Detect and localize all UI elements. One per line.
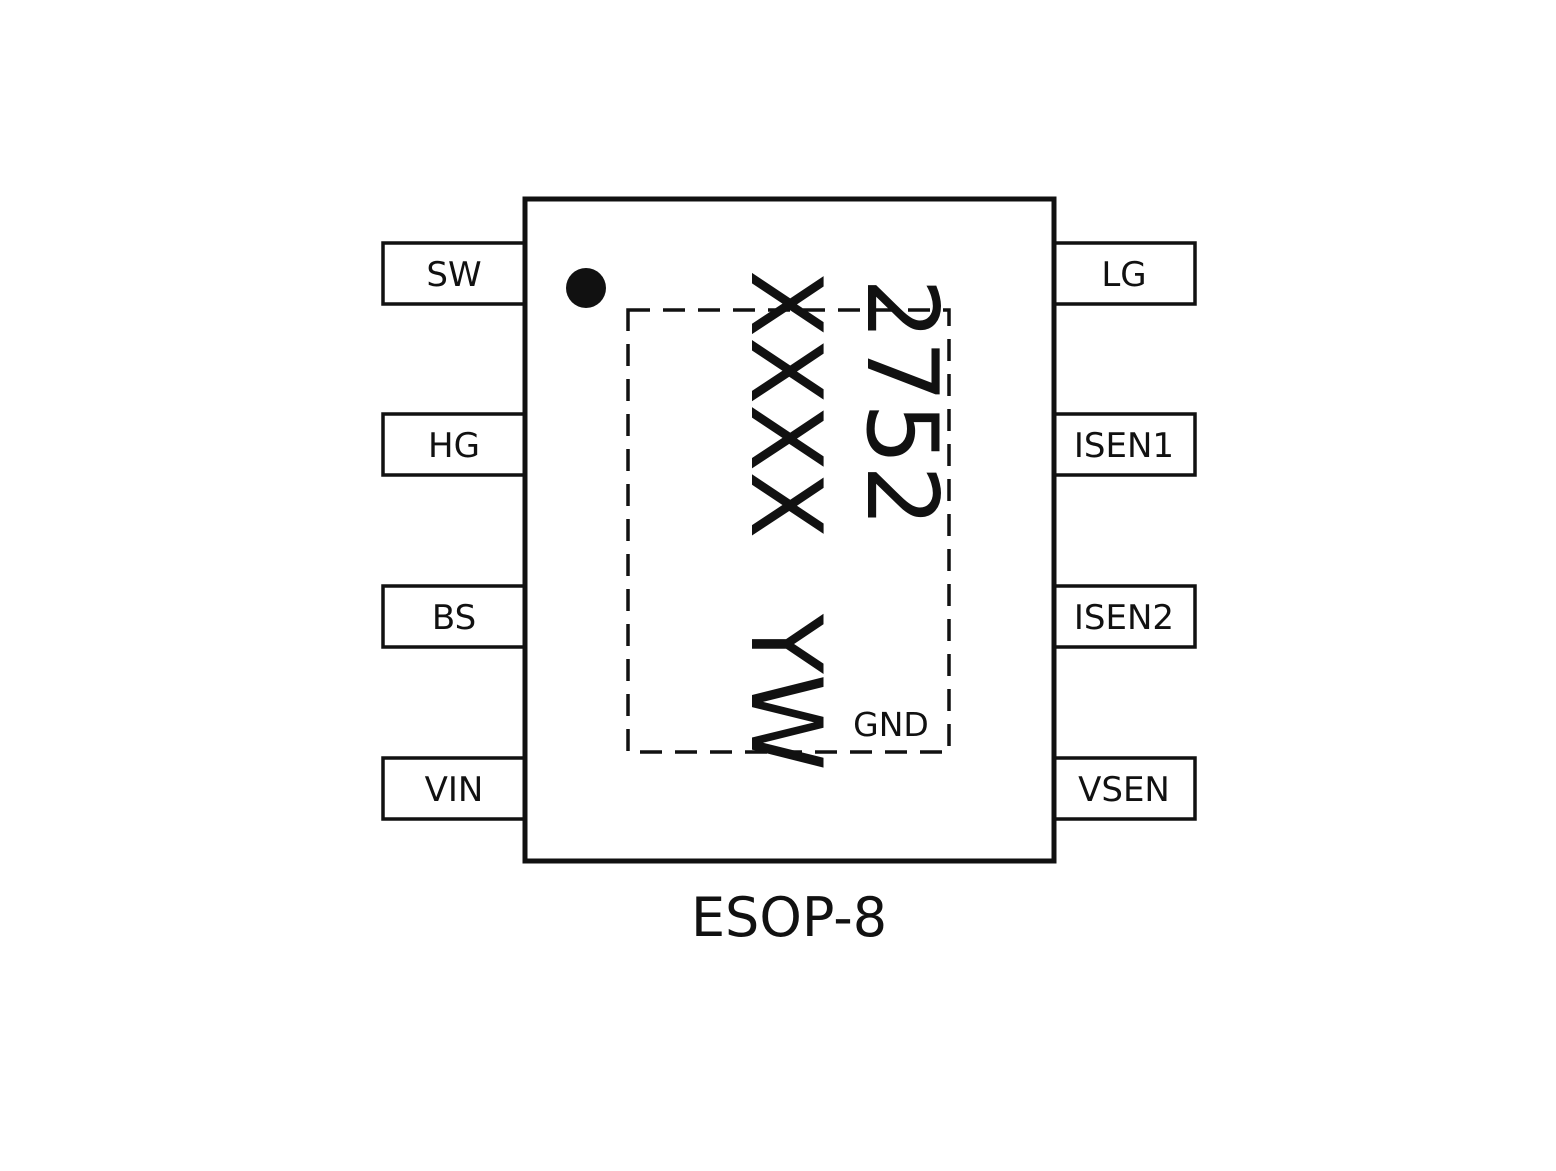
pin-2: HG	[381, 412, 527, 477]
pin-2-lead	[381, 412, 527, 477]
exposed-pad-outline	[626, 308, 951, 754]
pin-5: VSEN	[1051, 756, 1197, 821]
package-name: ESOP-8	[691, 886, 887, 949]
marking-part-number: 2752	[844, 278, 958, 527]
pin-8-lead	[1051, 241, 1197, 306]
pin-6-label: ISEN2	[1074, 598, 1174, 638]
pin-5-label: VSEN	[1078, 770, 1170, 810]
pin-6-lead	[1051, 584, 1197, 649]
pin-4: VIN	[381, 756, 527, 821]
right-pins: LG ISEN1 ISEN2 VSEN	[1051, 241, 1197, 821]
pin-1-lead	[381, 241, 527, 306]
pin-7: ISEN1	[1051, 412, 1197, 477]
pin-2-label: HG	[428, 426, 480, 466]
marking-date-code: YW	[728, 613, 842, 771]
pin-7-label: ISEN1	[1074, 426, 1174, 466]
exposed-pad-label: GND	[853, 705, 929, 744]
pin-3-lead	[381, 584, 527, 649]
pin-8: LG	[1051, 241, 1197, 306]
pin-3: BS	[381, 584, 527, 649]
pin-3-label: BS	[432, 598, 476, 638]
pin-1: SW	[381, 241, 527, 306]
pin-6: ISEN2	[1051, 584, 1197, 649]
pin-4-label: VIN	[425, 770, 484, 810]
marking-lot-code: XXXX	[728, 270, 842, 539]
pin-1-label: SW	[426, 255, 481, 295]
pin-1-indicator-dot	[566, 268, 606, 308]
pin-8-label: LG	[1101, 255, 1146, 295]
left-pins: SW HG BS VIN	[381, 241, 527, 821]
